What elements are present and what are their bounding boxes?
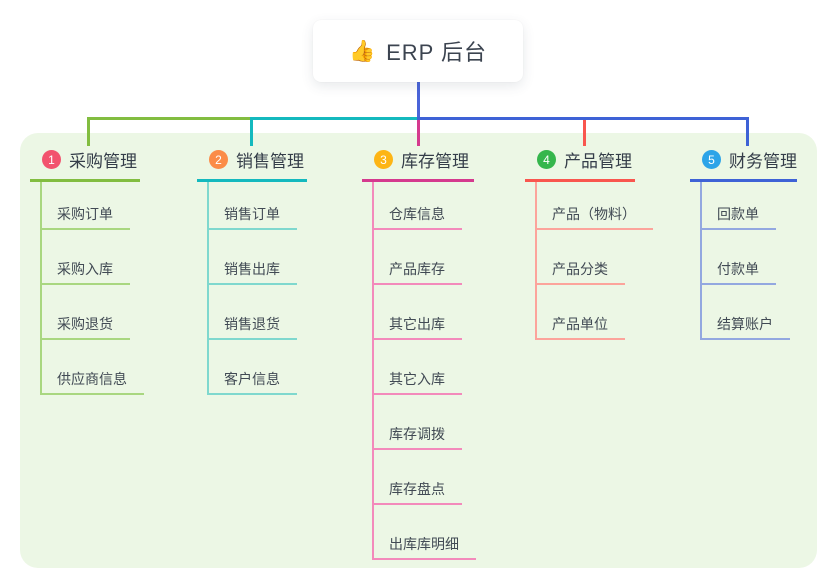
badge-5-icon: 5 xyxy=(702,150,721,169)
child-node[interactable]: 采购退货 xyxy=(42,285,144,340)
mindmap-background-panel xyxy=(20,133,817,568)
child-node[interactable]: 销售订单 xyxy=(209,182,307,230)
connector-branch-2-horizontal xyxy=(250,117,419,120)
child-node[interactable]: 采购入库 xyxy=(42,230,144,285)
badge-1-icon: 1 xyxy=(42,150,61,169)
child-node[interactable]: 供应商信息 xyxy=(42,340,144,395)
child-node[interactable]: 出库库明细 xyxy=(374,505,476,560)
connector-branch-5-horizontal xyxy=(417,117,749,120)
branch-children: 产品（物料） 产品分类 产品单位 xyxy=(535,182,653,340)
child-node[interactable]: 库存调拨 xyxy=(374,395,476,450)
connector-branch-3-drop xyxy=(417,120,420,146)
connector-root-vertical xyxy=(417,81,420,120)
child-node[interactable]: 结算账户 xyxy=(702,285,797,340)
branch-node-inventory[interactable]: 3 库存管理 xyxy=(362,141,474,182)
connector-branch-4-drop xyxy=(583,120,586,146)
connector-branch-1-horizontal xyxy=(87,117,253,120)
child-node[interactable]: 其它入库 xyxy=(374,340,476,395)
branch-finance-management: 5 财务管理 回款单 付款单 结算账户 xyxy=(690,141,797,340)
connector-branch-5-drop xyxy=(746,117,749,146)
child-node[interactable]: 其它出库 xyxy=(374,285,476,340)
child-node[interactable]: 采购订单 xyxy=(42,182,144,230)
branch-node-finance[interactable]: 5 财务管理 xyxy=(690,141,797,182)
child-node[interactable]: 产品库存 xyxy=(374,230,476,285)
child-node[interactable]: 销售退货 xyxy=(209,285,307,340)
child-node[interactable]: 产品单位 xyxy=(537,285,653,340)
root-node-label: ERP 后台 xyxy=(386,40,488,65)
branch-label: 财务管理 xyxy=(729,152,797,171)
child-node[interactable]: 付款单 xyxy=(702,230,797,285)
badge-3-icon: 3 xyxy=(374,150,393,169)
branch-children: 仓库信息 产品库存 其它出库 其它入库 库存调拨 库存盘点 出库库明细 xyxy=(372,182,476,560)
child-node[interactable]: 销售出库 xyxy=(209,230,307,285)
child-node[interactable]: 产品（物料） xyxy=(537,182,653,230)
badge-4-icon: 4 xyxy=(537,150,556,169)
branch-children: 采购订单 采购入库 采购退货 供应商信息 xyxy=(40,182,144,395)
branch-node-purchase[interactable]: 1 采购管理 xyxy=(30,141,140,182)
connector-branch-2-drop xyxy=(250,117,253,146)
connector-branch-1-drop xyxy=(87,117,90,146)
thumbs-up-icon: 👍 xyxy=(348,39,377,63)
root-node-erp-backend[interactable]: 👍 ERP 后台 xyxy=(313,20,523,82)
branch-product-management: 4 产品管理 产品（物料） 产品分类 产品单位 xyxy=(525,141,653,340)
branch-node-sales[interactable]: 2 销售管理 xyxy=(197,141,307,182)
child-node[interactable]: 产品分类 xyxy=(537,230,653,285)
branch-sales-management: 2 销售管理 销售订单 销售出库 销售退货 客户信息 xyxy=(197,141,307,395)
branch-label: 采购管理 xyxy=(69,152,137,171)
branch-label: 产品管理 xyxy=(564,152,632,171)
branch-label: 库存管理 xyxy=(401,152,469,171)
child-node[interactable]: 客户信息 xyxy=(209,340,307,395)
branch-purchase-management: 1 采购管理 采购订单 采购入库 采购退货 供应商信息 xyxy=(30,141,144,395)
branch-children: 回款单 付款单 结算账户 xyxy=(700,182,797,340)
branch-node-product[interactable]: 4 产品管理 xyxy=(525,141,635,182)
child-node[interactable]: 仓库信息 xyxy=(374,182,476,230)
branch-label: 销售管理 xyxy=(236,152,304,171)
branch-children: 销售订单 销售出库 销售退货 客户信息 xyxy=(207,182,307,395)
branch-inventory-management: 3 库存管理 仓库信息 产品库存 其它出库 其它入库 库存调拨 库存盘点 出库库… xyxy=(362,141,476,560)
child-node[interactable]: 库存盘点 xyxy=(374,450,476,505)
child-node[interactable]: 回款单 xyxy=(702,182,797,230)
badge-2-icon: 2 xyxy=(209,150,228,169)
